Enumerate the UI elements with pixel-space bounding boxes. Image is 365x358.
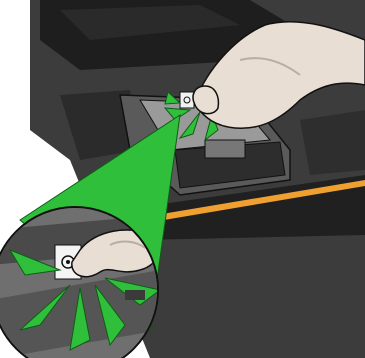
latch-symbol-icon <box>180 92 194 108</box>
